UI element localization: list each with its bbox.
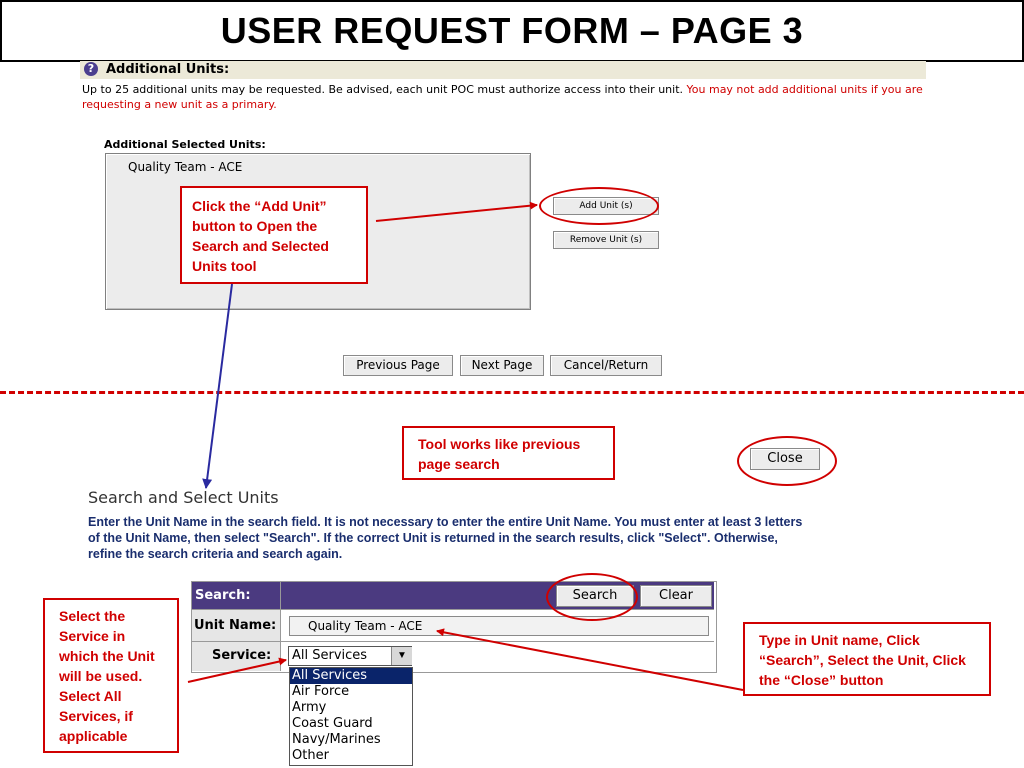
highlight-ellipse-close — [737, 436, 837, 486]
callout-type-unit: Type in Unit name, Click “Search”, Selec… — [743, 622, 991, 696]
next-page-button[interactable]: Next Page — [460, 355, 544, 376]
section-title: Additional Units: — [106, 62, 230, 77]
previous-page-button[interactable]: Previous Page — [343, 355, 453, 376]
unit-name-input[interactable]: Quality Team - ACE — [289, 616, 709, 636]
selected-unit-item[interactable]: Quality Team - ACE — [128, 160, 243, 174]
highlight-ellipse-search — [546, 573, 638, 621]
service-label: Service: — [212, 648, 272, 663]
info-text-warning: You may not add additional units if you … — [82, 83, 923, 111]
service-option-other[interactable]: Other — [292, 748, 329, 763]
service-option-coast-guard[interactable]: Coast Guard — [292, 716, 373, 731]
search-instructions: Enter the Unit Name in the search field.… — [88, 515, 803, 561]
callout-tool-works: Tool works like previous page search — [402, 426, 615, 480]
clear-button[interactable]: Clear — [640, 585, 712, 607]
service-option-all[interactable]: All Services — [290, 668, 412, 684]
service-option-navy-marines[interactable]: Navy/Marines — [292, 732, 381, 747]
service-option-air-force[interactable]: Air Force — [292, 684, 350, 699]
unit-name-label: Unit Name: — [194, 618, 277, 633]
chevron-down-icon[interactable]: ▼ — [391, 647, 412, 665]
row-divider — [192, 609, 714, 610]
help-icon[interactable]: ? — [84, 62, 98, 76]
page-title: USER REQUEST FORM – PAGE 3 — [220, 10, 804, 51]
info-text-normal: Up to 25 additional units may be request… — [82, 83, 684, 96]
section-divider — [0, 391, 1024, 394]
remove-unit-button[interactable]: Remove Unit (s) — [553, 231, 659, 249]
row-divider — [192, 641, 714, 642]
callout-add-unit: Click the “Add Unit” button to Open the … — [180, 186, 368, 284]
service-option-army[interactable]: Army — [292, 700, 327, 715]
callout-select-service: Select the Service in which the Unit wil… — [43, 598, 179, 753]
service-dropdown-list[interactable]: All Services Air Force Army Coast Guard … — [289, 667, 413, 766]
search-select-title: Search and Select Units — [88, 488, 279, 507]
arrow-to-search-tool — [202, 283, 233, 489]
section-header-bar — [80, 61, 926, 79]
search-header-label: Search: — [195, 588, 251, 603]
info-text: Up to 25 additional units may be request… — [82, 82, 927, 112]
cancel-return-button[interactable]: Cancel/Return — [550, 355, 662, 376]
selected-units-label: Additional Selected Units: — [104, 138, 266, 151]
column-divider — [280, 582, 281, 671]
highlight-ellipse-add-unit — [539, 187, 659, 225]
